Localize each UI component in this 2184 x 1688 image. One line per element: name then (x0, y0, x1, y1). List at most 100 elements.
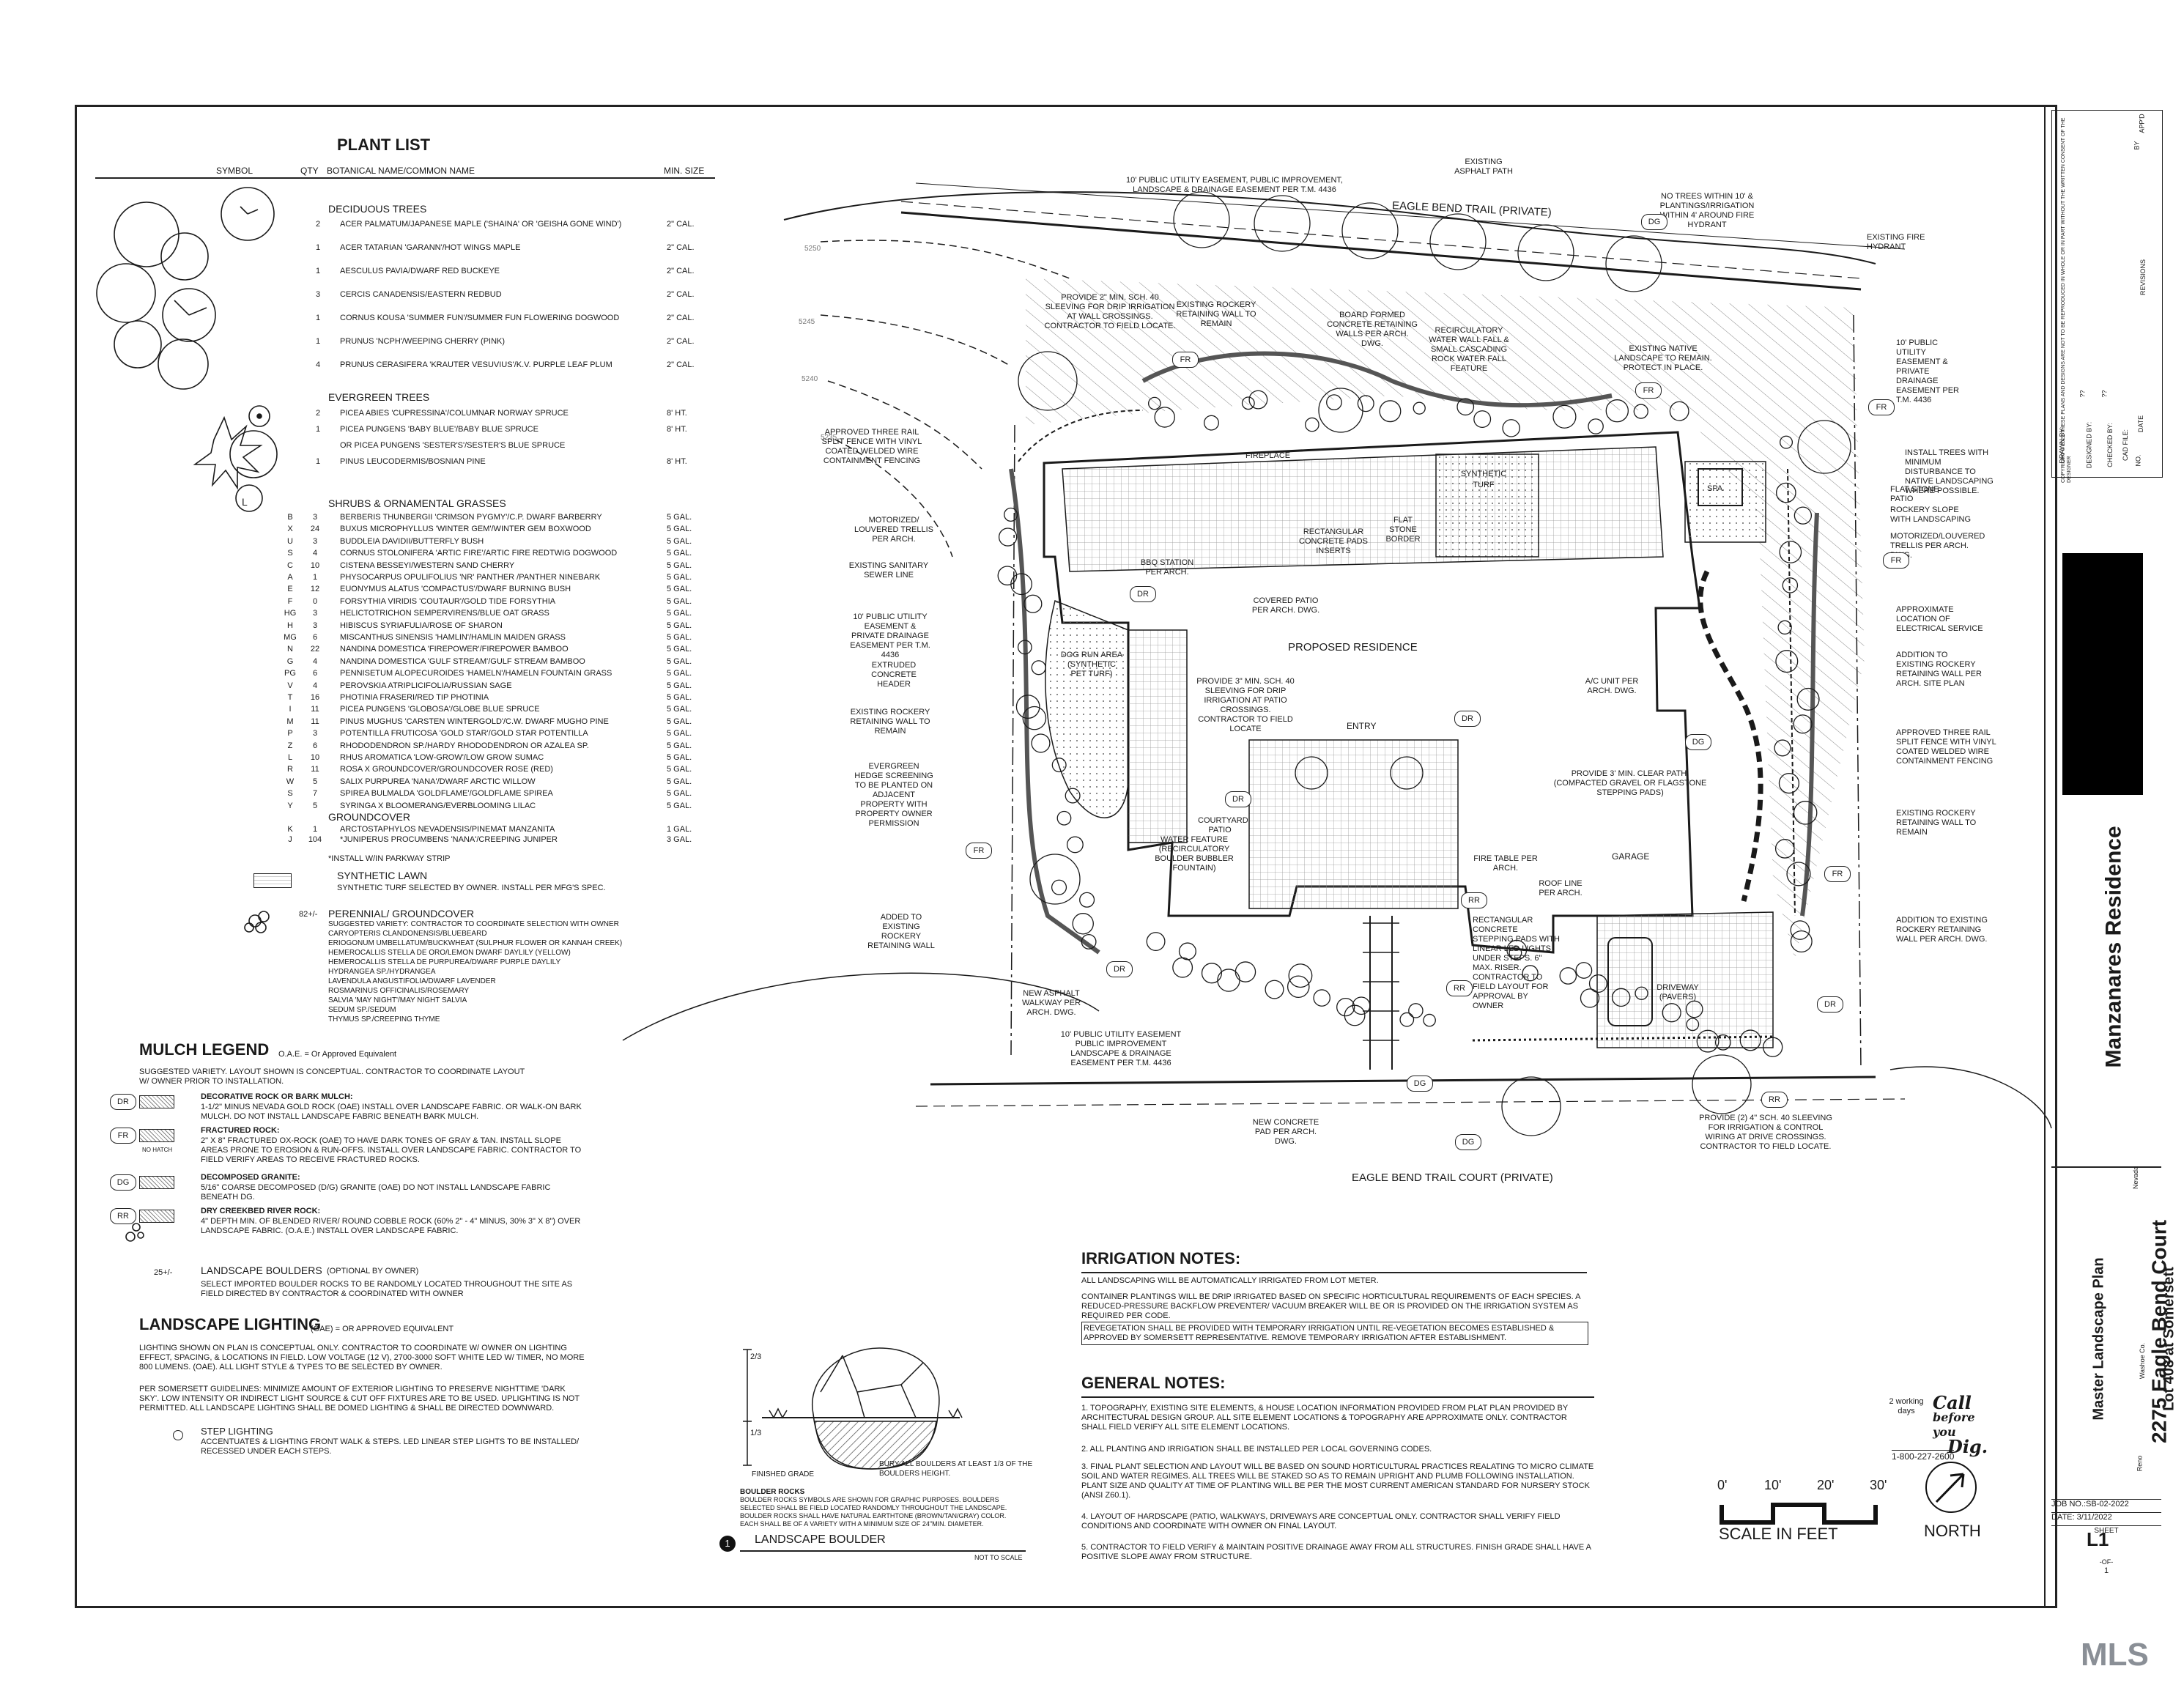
shrub-symbol (1079, 892, 1095, 908)
shrub-symbol (1575, 962, 1593, 979)
plant-symbol: R (287, 765, 293, 774)
plant-qty: 1 (315, 243, 321, 252)
shrub-symbol (1779, 541, 1802, 563)
callout: FLAT STONE PATIO (1890, 485, 1939, 503)
plant-symbol: pg (284, 669, 296, 678)
plant-name: CERCIS CANADENSIS/EASTERN REDBUD (340, 290, 502, 299)
plant-symbol: C (287, 560, 293, 570)
plant-qty: 24 (310, 525, 320, 534)
irrigation-line-2: CONTAINER PLANTINGS WILL BE DRIP IRRIGAT… (1081, 1292, 1580, 1320)
shrub-symbol (1326, 394, 1342, 411)
plant-row: mg6MISCANTHUS SINENSIS 'HAMLIN'/HAMLIN M… (278, 633, 718, 646)
tree-symbol (1254, 195, 1311, 252)
scale-tick-0: 0' (1717, 1478, 1728, 1492)
mls-watermark: MLS (2081, 1637, 2149, 1673)
shrub-symbol (1022, 706, 1047, 730)
badge-dg: DG (1685, 734, 1711, 750)
irrigation-line-3: REVEGETATION SHALL BE PROVIDED WITH TEMP… (1081, 1322, 1588, 1345)
general-line-3: 3. FINAL PLANT SELECTION AND LAYOUT WILL… (1081, 1462, 1594, 1500)
callout: ROOF LINE PER ARCH. (1539, 879, 1583, 897)
plant-qty: 5 (312, 777, 318, 786)
scale-bar: 0' 10' 20' 30' SCALE IN FEET (1707, 1478, 1898, 1546)
shrub-symbol (1172, 957, 1193, 978)
tree-symbol (1429, 213, 1487, 270)
plant-size: 2" CAL. (667, 314, 695, 322)
shrub-symbol (1265, 980, 1284, 999)
step-text: ACCENTUATES & LIGHTING FRONT WALK & STEP… (201, 1437, 580, 1456)
shrub-symbol (1506, 939, 1528, 960)
callout: 10' PUBLIC UTILITY EASEMENT, PUBLIC IMPR… (1126, 176, 1343, 194)
shrub-symbol (1779, 435, 1794, 449)
callout: COVERED PATIO PER ARCH. DWG. (1251, 596, 1320, 615)
tree-symbol (1018, 351, 1078, 411)
shrub-symbol (1775, 482, 1796, 503)
shrub-symbol (1065, 788, 1081, 804)
badge-dr: DR (1106, 961, 1133, 977)
plant-qty: 2 (315, 409, 321, 418)
tree-symbol (1692, 1054, 1752, 1114)
plant-name: NANDINA DOMESTICA 'GULF STREAM'/GULF STR… (340, 656, 585, 666)
project-name: Manzanares Residence (2101, 826, 2126, 1068)
boulder-rocks-text: BOULDER ROCKS SYMBOLS ARE SHOWN FOR GRAP… (740, 1496, 1007, 1528)
shrub-symbol (1004, 507, 1018, 522)
shrub-symbol (1248, 390, 1268, 410)
plant-symbol: I (289, 705, 292, 714)
boulder-title: LANDSCAPE BOULDERS (201, 1265, 322, 1276)
shrub-symbol (1611, 988, 1631, 1007)
mulch-code-badge: FR (110, 1128, 136, 1144)
callout: EXISTING ASPHALT PATH (1454, 158, 1513, 176)
plant-name: *JUNIPERUS PROCUMBENS 'NANA'/CREEPING JU… (340, 835, 558, 844)
shrub-symbol (1552, 404, 1577, 429)
sheet-label: SHEET (2051, 1525, 2161, 1536)
no-hatch-label: NO HATCH (142, 1147, 173, 1153)
shrub-symbol (1793, 801, 1818, 825)
mulch-swatch (139, 1176, 174, 1189)
plant-symbol: Y (287, 801, 293, 810)
plant-row: hg3HELICTOTRICHON SEMPERVIRENS/BLUE OAT … (278, 609, 718, 622)
shrub-symbol (1509, 946, 1522, 960)
plant-symbol: J (288, 835, 292, 844)
shrub-symbol (1031, 733, 1051, 753)
callout: ADDITION TO EXISTING ROCKERY RETAINING W… (1896, 651, 1982, 688)
callout: 10' PUBLIC UTILITY EASEMENT & PRIVATE DR… (1896, 338, 1959, 404)
shrub-symbol (1336, 997, 1355, 1017)
plant-size: 2" CAL. (667, 243, 695, 252)
callout: EXISTING ROCKERY RETAINING WALL TO REMAI… (1176, 300, 1256, 328)
plant-size: 5 GAL. (667, 753, 692, 762)
plant-name: CORNUS STOLONIFERA 'ARTIC FIRE'/ARTIC FI… (340, 549, 618, 558)
shrub-symbol (998, 528, 1018, 547)
plant-qty: 2 (315, 220, 321, 229)
shrub-symbol (1313, 989, 1330, 1007)
callout: EXISTING SANITARY SEWER LINE (848, 561, 929, 580)
badge-dr: DR (1454, 711, 1481, 727)
perennial-line: HEMEROCALLIS STELLA DE ORO/LEMON DWARF D… (328, 949, 571, 957)
callout: EVERGREEN HEDGE SCREENING TO BE PLANTED … (854, 762, 933, 828)
shrub-symbol (1580, 988, 1600, 1008)
lighting-p1: LIGHTING SHOWN ON PLAN IS CONCEPTUAL ONL… (139, 1344, 585, 1372)
plant-qty: 6 (312, 741, 318, 750)
step-light-icon (173, 1430, 183, 1440)
plant-row: OR PICEA PUNGENS 'SESTER'S'/SESTER'S BLU… (306, 441, 746, 454)
call-days: 2 working days (1889, 1397, 1924, 1415)
plant-name: OR PICEA PUNGENS 'SESTER'S'/SESTER'S BLU… (340, 441, 566, 450)
general-notes: GENERAL NOTES: 1. TOPOGRAPHY, EXISTING S… (1081, 1375, 1594, 1575)
shrub-symbol (1241, 396, 1255, 410)
plant-qty: 1 (312, 573, 318, 582)
shrub-symbol (1352, 996, 1371, 1015)
project-rule (2051, 1166, 2161, 1168)
north-label: NORTH (1924, 1522, 1981, 1540)
badge-rr: RR (1446, 980, 1473, 996)
mulch-title: DECOMPOSED GRANITE: (201, 1173, 300, 1182)
callout: APPROVED THREE RAIL SPLIT FENCE WITH VIN… (1896, 728, 1996, 766)
badge-rr: RR (1461, 892, 1487, 908)
mulch-swatch (139, 1210, 174, 1223)
